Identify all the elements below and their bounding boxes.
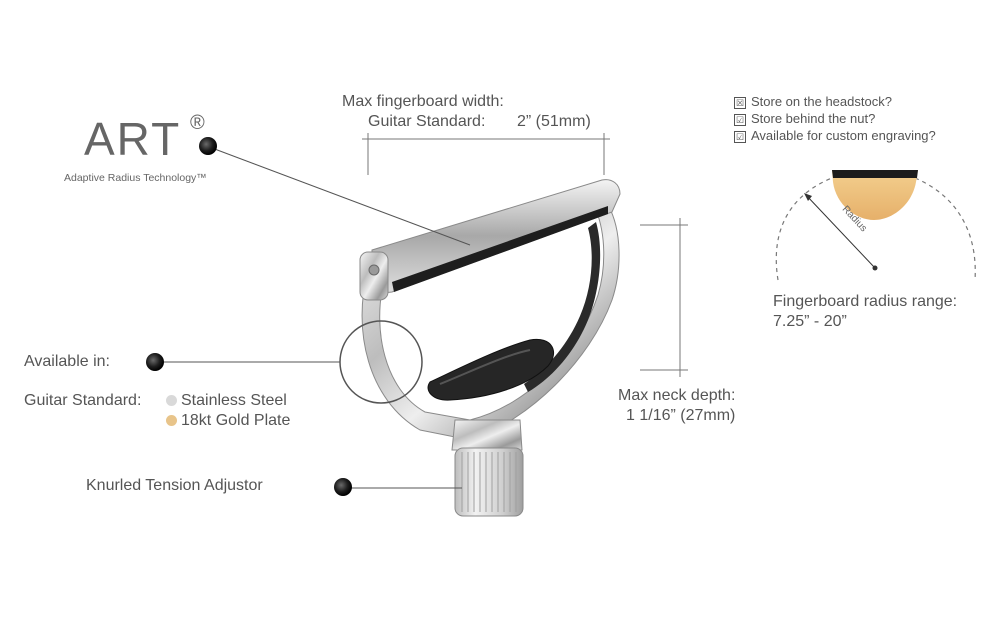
neck-depth-title: Max neck depth: [618, 387, 736, 404]
checklist-item: ☑Store behind the nut? [734, 111, 876, 126]
finish-gold: 18kt Gold Plate [166, 412, 290, 430]
registered-mark: ® [190, 112, 205, 134]
logo-callout-dot [199, 137, 217, 155]
capo-body [359, 179, 621, 451]
checklist-item: ☑Available for custom engraving? [734, 128, 936, 143]
logo-tagline: Adaptive Radius Technology™ [64, 172, 207, 184]
finish-stainless: Stainless Steel [166, 392, 287, 410]
fingerboard-width-standard-value: 2” (51mm) [517, 113, 591, 130]
gold-swatch [166, 415, 177, 426]
available-callout-dot [146, 353, 164, 371]
knurled-adjustor [454, 447, 524, 517]
checkbox-icon: ☑ [734, 131, 746, 143]
knurled-adjustor-label: Knurled Tension Adjustor [86, 477, 263, 494]
radius-caption-line1: Fingerboard radius range: [773, 293, 958, 310]
checklist-item: ☒Store on the headstock? [734, 94, 892, 109]
radius-caption-line2: 7.25” - 20” [773, 313, 847, 330]
art-logo: ART [84, 113, 182, 165]
radius-diagram: Radius [775, 170, 976, 281]
checkbox-icon: ☒ [734, 97, 746, 109]
available-line-label: Guitar Standard: [24, 392, 142, 409]
callout-lines [156, 147, 471, 489]
width-dimension [362, 133, 610, 175]
feature-checklist: ☒Store on the headstock? ☑Store behind t… [734, 94, 936, 143]
available-in-title: Available in: [24, 353, 110, 370]
checkbox-icon: ☑ [734, 114, 746, 126]
radius-arrow [805, 194, 876, 269]
fingerboard-width-title: Max fingerboard width: [342, 93, 504, 110]
neck-depth-value: 1 1/16” (27mm) [626, 407, 736, 424]
depth-dimension [640, 218, 688, 377]
adjustor-callout-dot [334, 478, 352, 496]
stainless-swatch [166, 395, 177, 406]
fingerboard-width-standard-label: Guitar Standard: [368, 113, 486, 130]
